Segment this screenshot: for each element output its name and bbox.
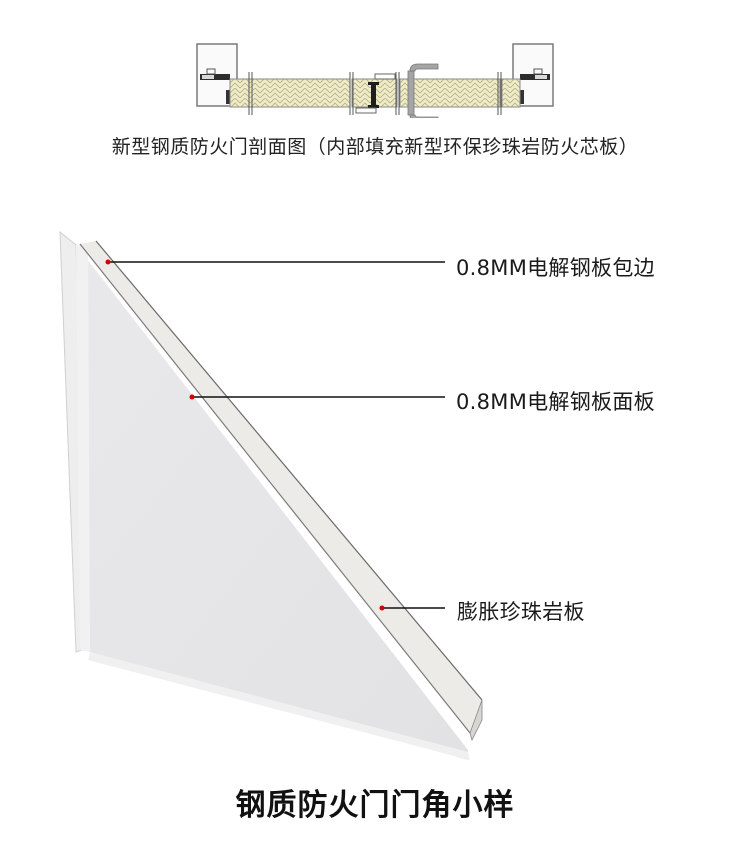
page-title: 钢质防火门门角小样 xyxy=(235,788,515,823)
left-frame-icon xyxy=(196,43,238,107)
door-handle-icon xyxy=(407,63,439,118)
callout-line-panel xyxy=(189,394,445,400)
callout-label-steel-edge: 0.8MM电解钢板包边 xyxy=(456,256,655,280)
callout-label-pearlite-core: 膨胀珍珠岩板 xyxy=(457,600,585,624)
cross-section-caption: 新型钢质防火门剖面图（内部填充新型环保珍珠岩防火芯板） xyxy=(111,136,639,158)
door-cross-section-diagram xyxy=(196,43,554,118)
lock-icon xyxy=(355,73,396,114)
callout-line-edge xyxy=(105,259,445,265)
right-frame-icon xyxy=(512,43,554,107)
callout-line-core xyxy=(379,605,445,611)
callout-label-steel-panel: 0.8MM电解钢板面板 xyxy=(456,390,655,414)
